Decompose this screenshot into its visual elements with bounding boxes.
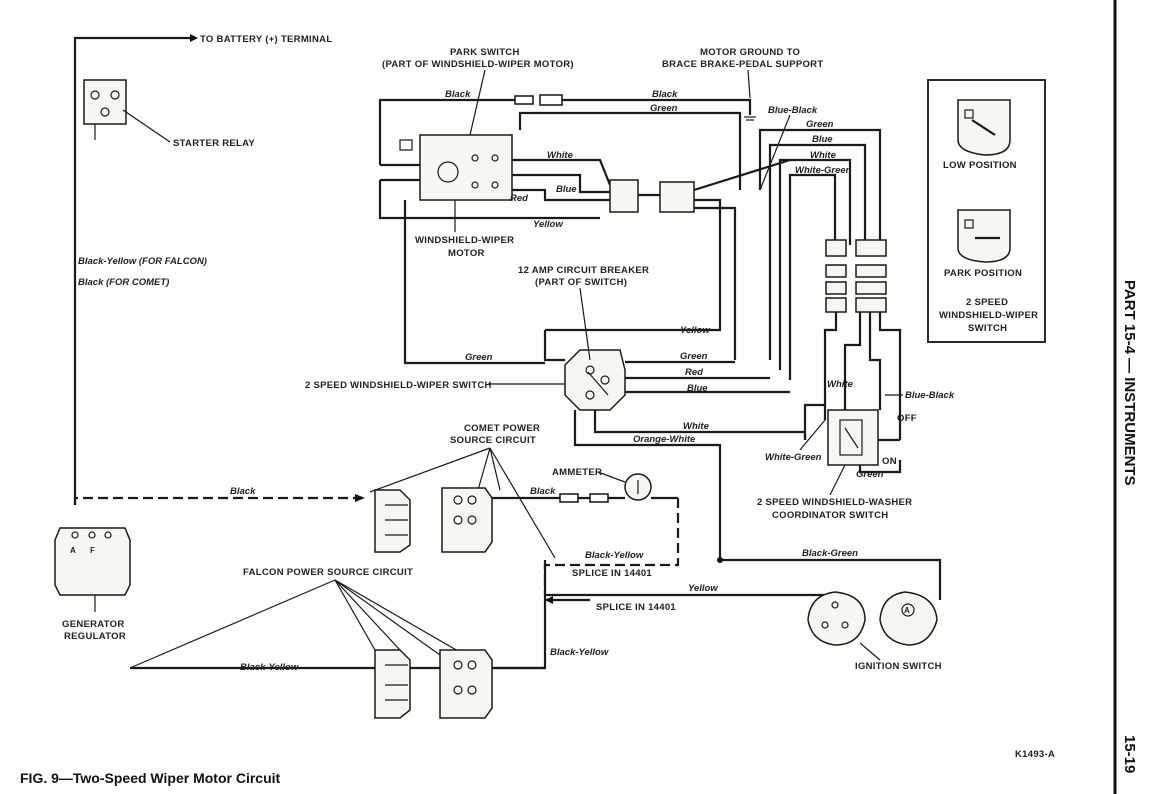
- wire-label-white-sw: White: [683, 421, 710, 432]
- battery-feed: [73, 34, 198, 505]
- breaker-label-2: (PART OF SWITCH): [535, 277, 627, 288]
- comet-connectors: [369, 447, 556, 559]
- motor-connector: [545, 158, 791, 360]
- comet-note: Black (FOR COMET): [78, 277, 169, 288]
- wire-label-blue-black-coord: Blue-Black: [905, 390, 955, 401]
- washer-coordinator-switch: [803, 403, 902, 474]
- coordinator-on: ON: [882, 456, 897, 467]
- park-switch-label-2: (PART OF WINDSHIELD-WIPER MOTOR): [382, 59, 574, 70]
- wire-label-blue-black-top: Blue-Black: [768, 105, 818, 116]
- generator-label-2: REGULATOR: [64, 631, 126, 642]
- wire-label-green-sw: Green: [680, 351, 708, 362]
- starter-relay: [83, 79, 171, 143]
- generator-regulator: A F: [54, 527, 131, 612]
- low-position-label: LOW POSITION: [943, 160, 1017, 171]
- wire-label-green-coord: Green: [856, 469, 884, 480]
- comet-power-label-2: SOURCE CIRCUIT: [450, 435, 536, 446]
- coordinator-label-2: COORDINATOR SWITCH: [772, 510, 888, 521]
- black-comet-wire: [73, 496, 355, 505]
- starter-relay-label: STARTER RELAY: [173, 138, 255, 149]
- wire-label-yellow-sw: Yellow: [680, 325, 710, 336]
- wiper-switch-label: 2 SPEED WINDSHIELD-WIPER SWITCH: [305, 380, 492, 391]
- wire-label-white-green-r1: White-Green: [795, 165, 852, 176]
- windshield-wiper-motor: [378, 134, 612, 220]
- splice-label-1: SPLICE IN 14401: [572, 568, 652, 579]
- wire-label-black-yellow-bottom: Black-Yellow: [240, 662, 299, 673]
- wire-label-blue-r1: Blue: [812, 134, 833, 145]
- svg-text:F: F: [90, 546, 95, 555]
- wire-label-green-top: Green: [650, 103, 678, 114]
- wire-label-black-yellow-1: Black-Yellow: [585, 550, 644, 561]
- comet-power-label-1: COMET POWER: [464, 423, 540, 434]
- wire-label-black-top: Black: [445, 89, 471, 100]
- wire-label-black-green: Black-Green: [802, 548, 858, 559]
- park-position-label: PARK POSITION: [944, 268, 1022, 279]
- switch-position-inset: [927, 79, 1046, 343]
- side-heading: PART 15-4 — INSTRUMENTS: [1121, 280, 1138, 486]
- page-number: 15-19: [1121, 735, 1138, 773]
- coordinator-label-1: 2 SPEED WINDSHIELD-WASHER: [757, 497, 912, 508]
- wire-label-black-top2: Black: [652, 89, 678, 100]
- coordinator-off: OFF: [897, 413, 917, 424]
- park-switch-label-1: PARK SWITCH: [450, 47, 520, 58]
- wire-label-blue-motor: Blue: [556, 184, 577, 195]
- generator-label-1: GENERATOR: [62, 619, 125, 630]
- falcon-connectors: [129, 579, 545, 719]
- wire-label-blue-sw: Blue: [687, 383, 708, 394]
- figure-caption: FIG. 9—Two-Speed Wiper Motor Circuit: [20, 770, 281, 786]
- black-green-wire: [720, 558, 942, 600]
- wiper-motor-label-2: MOTOR: [448, 248, 485, 259]
- wire-label-white-coord: White: [827, 379, 854, 390]
- wire-label-white-r1: White: [810, 150, 837, 161]
- wire-label-green-r1: Green: [806, 119, 834, 130]
- coordinator-connectors: [823, 239, 902, 440]
- inset-title-3: SWITCH: [968, 323, 1007, 334]
- falcon-power-label: FALCON POWER SOURCE CIRCUIT: [243, 567, 413, 578]
- falcon-note: Black-Yellow (FOR FALCON): [78, 256, 207, 267]
- ammeter-label: AMMETER: [552, 467, 602, 478]
- inset-title-1: 2 SPEED: [966, 297, 1008, 308]
- breaker-label-1: 12 AMP CIRCUIT BREAKER: [518, 265, 649, 276]
- figure-code: K1493-A: [1015, 749, 1055, 760]
- motor-ground-label-2: BRACE BRAKE-PEDAL SUPPORT: [662, 59, 823, 70]
- ammeter: [543, 473, 680, 595]
- wire-label-yellow-motor: Yellow: [533, 219, 563, 230]
- wire-label-green-sw-left: Green: [465, 352, 493, 363]
- wire-label-black-yellow-right: Black-Yellow: [550, 647, 609, 658]
- splice-label-2: SPLICE IN 14401: [596, 602, 676, 613]
- wire-label-black-mid: Black: [230, 486, 256, 497]
- park-switch-wiring: [378, 94, 756, 190]
- wiper-motor-label-1: WINDSHIELD-WIPER: [415, 235, 514, 246]
- ignition-label: IGNITION SWITCH: [855, 661, 942, 672]
- wire-label-red-sw: Red: [685, 367, 703, 378]
- wire-label-white-green-coord: White-Green: [765, 452, 822, 463]
- wire-label-black-ammeter: Black: [530, 486, 556, 497]
- harness-top-right: [758, 128, 882, 380]
- wire-label-yellow-ign: Yellow: [688, 583, 718, 594]
- wire-label-orange-white: Orange-White: [633, 434, 696, 445]
- svg-text:A: A: [70, 546, 76, 555]
- wire-label-red-motor: Red: [510, 193, 528, 204]
- svg-text:A: A: [904, 606, 910, 615]
- wiper-switch: [403, 200, 807, 560]
- ignition-switch: A: [807, 591, 938, 646]
- battery-terminal-label: TO BATTERY (+) TERMINAL: [200, 34, 332, 45]
- motor-ground-label-1: MOTOR GROUND TO: [700, 47, 800, 58]
- wire-label-white-motor: White: [547, 150, 574, 161]
- inset-title-2: WINDSHIELD-WIPER: [939, 310, 1038, 321]
